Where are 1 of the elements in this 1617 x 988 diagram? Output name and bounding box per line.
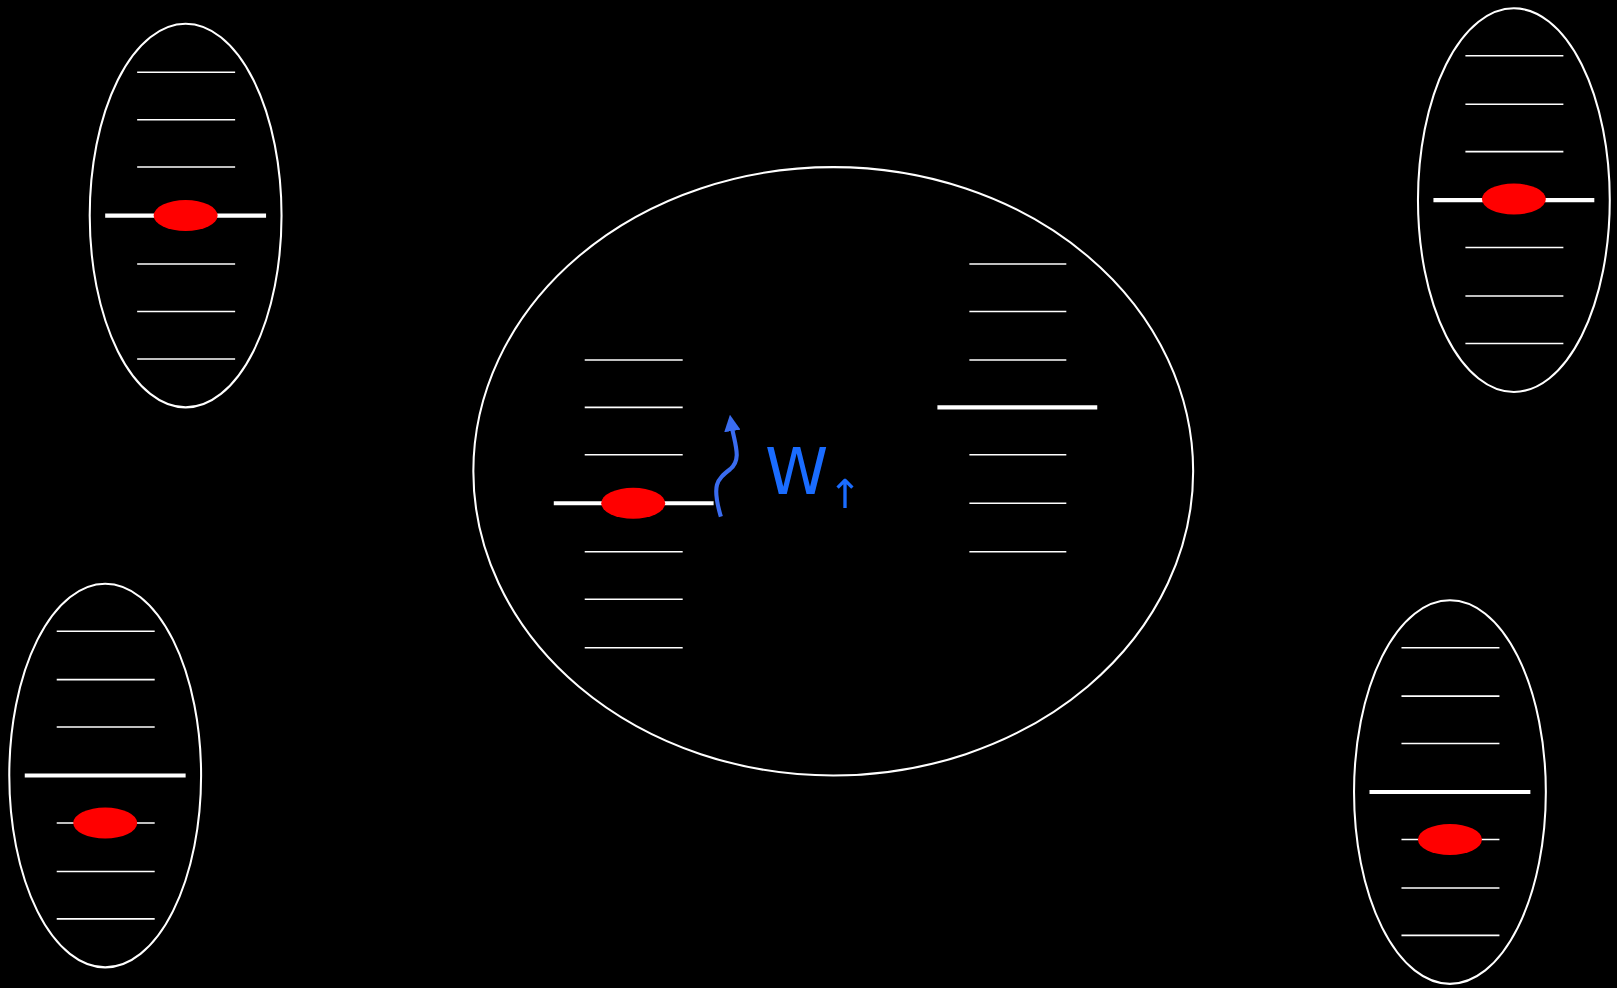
spin-label: W$_{↑}$ [765,440,862,514]
